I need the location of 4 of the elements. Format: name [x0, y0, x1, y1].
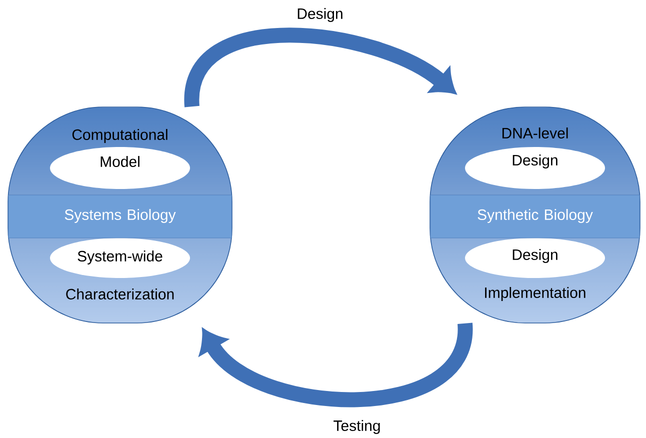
edge-label: Testing — [334, 420, 380, 434]
curved-arrow — [200, 322, 472, 408]
edge-label: Design — [298, 8, 342, 22]
curved-arrow — [184, 28, 456, 108]
